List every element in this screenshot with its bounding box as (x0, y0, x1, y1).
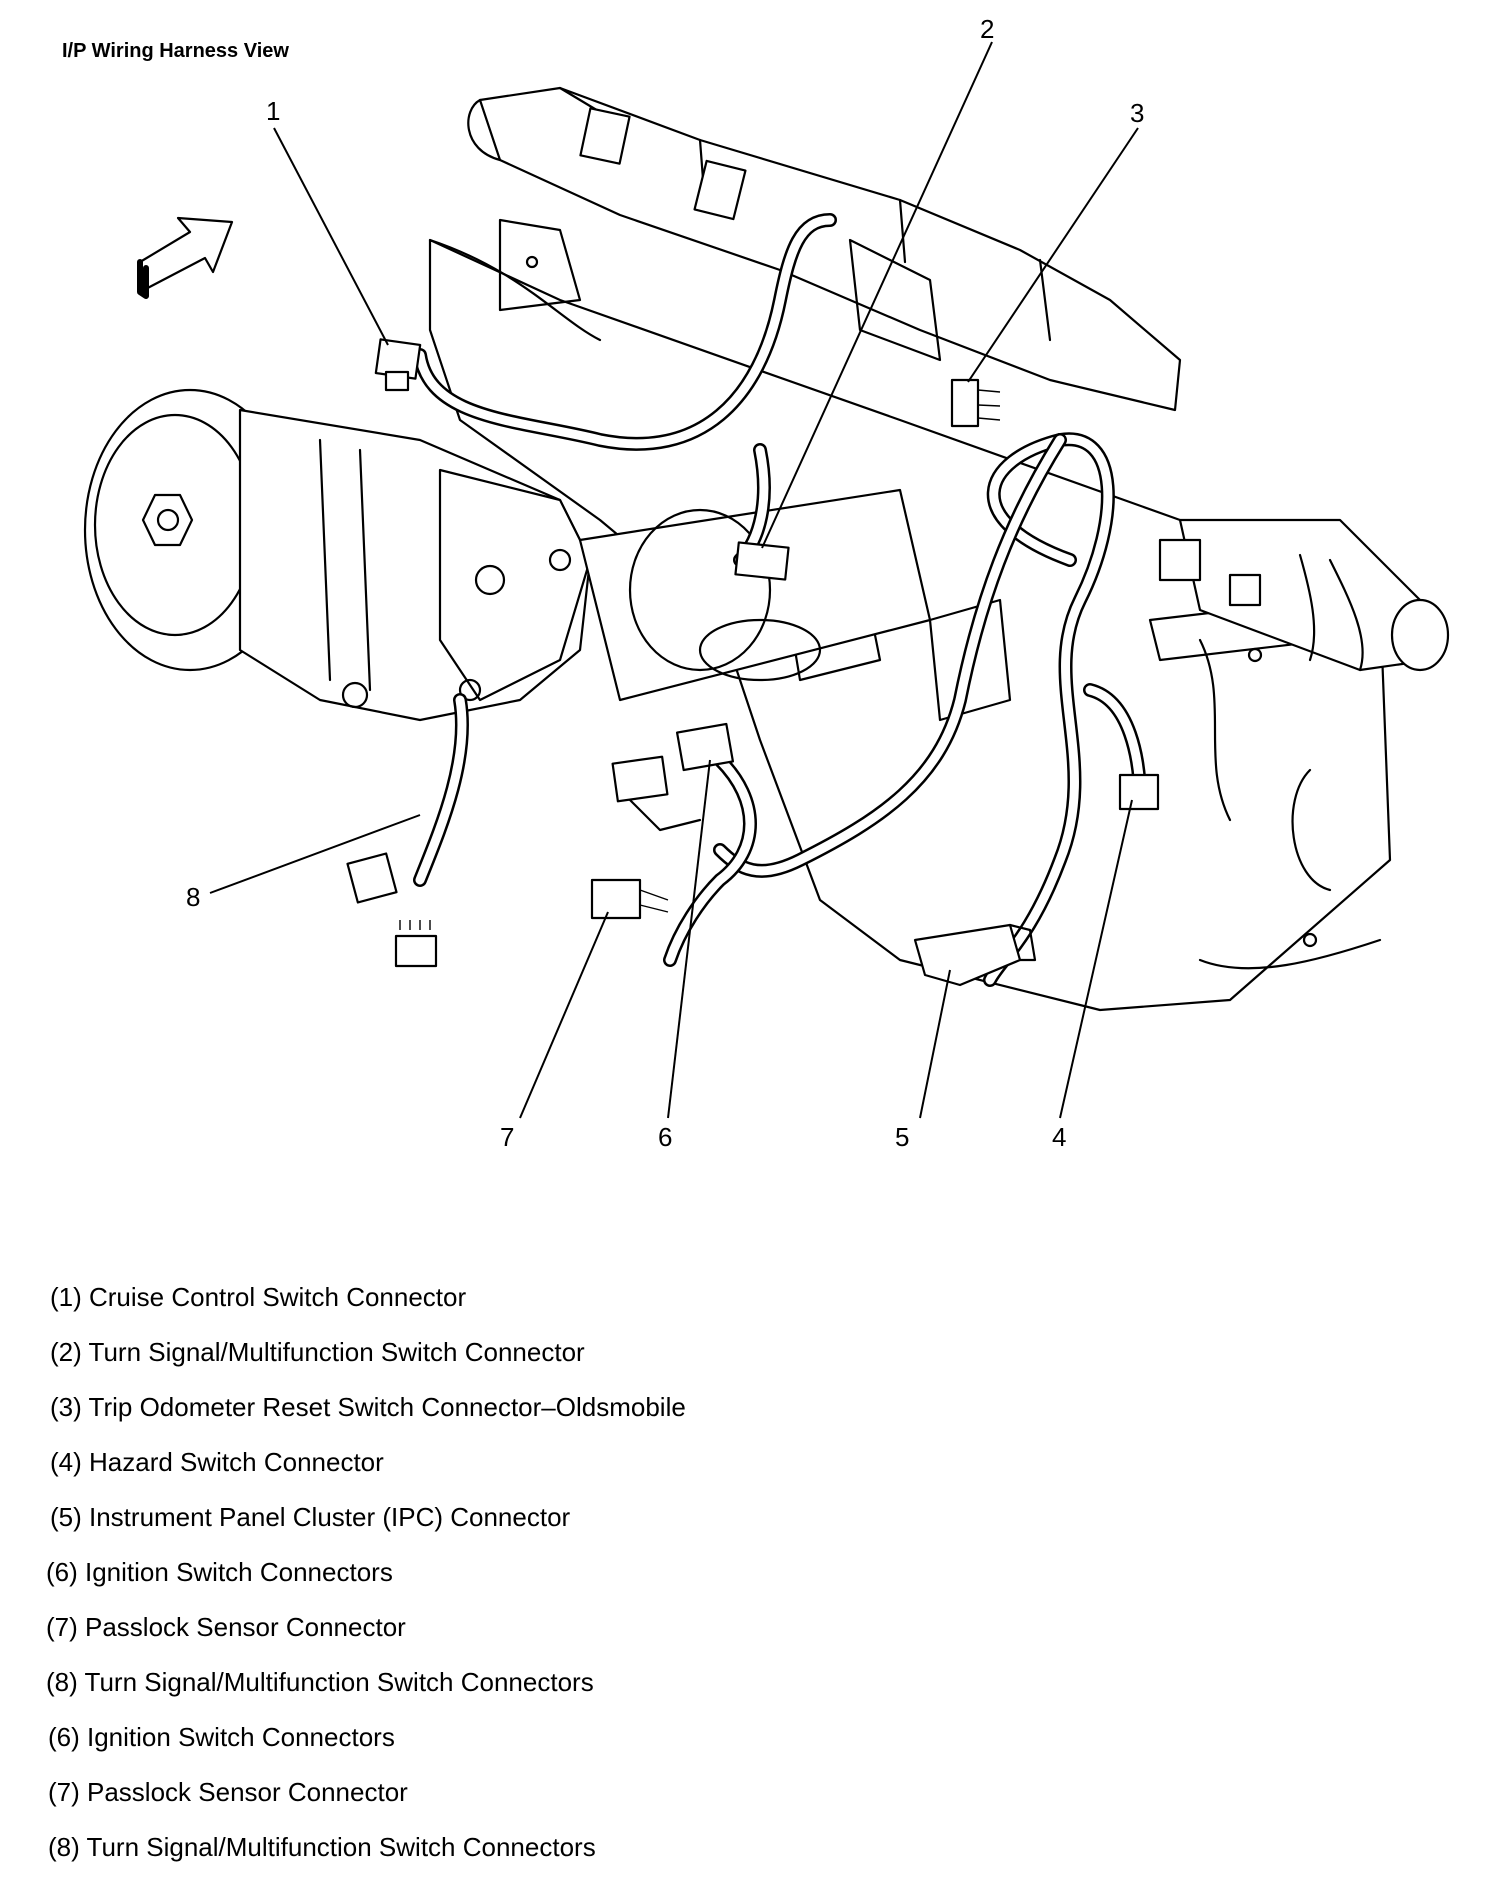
connector-4 (1118, 773, 1160, 811)
legend-item: (5) Instrument Panel Cluster (IPC) Conne… (50, 1502, 571, 1532)
steering-column-lower (1158, 518, 1450, 822)
legend-item: (7) Passlock Sensor Connector (46, 1612, 406, 1642)
legend-item: (7) Passlock Sensor Connector (48, 1777, 408, 1807)
legend-item: (6) Ignition Switch Connectors (46, 1557, 393, 1587)
legend-item: (8) Turn Signal/Multifunction Switch Con… (46, 1667, 594, 1697)
legend-item: (4) Hazard Switch Connector (50, 1447, 384, 1477)
leader-lines (209, 41, 1139, 1119)
connector-2 (734, 541, 790, 581)
legend-item: (8) Turn Signal/Multifunction Switch Con… (48, 1832, 596, 1862)
wiring-harness-diagram: 1 2 3 4 5 6 7 8 (83, 14, 1450, 1152)
callout-1: 1 (266, 96, 280, 126)
figure-title: I/P Wiring Harness View (62, 40, 289, 62)
connector-5 (913, 923, 1037, 987)
connector-3 (950, 378, 1001, 428)
callout-4: 4 (1052, 1122, 1066, 1152)
legend-item: (2) Turn Signal/Multifunction Switch Con… (50, 1337, 585, 1367)
connector-7 (590, 878, 669, 920)
legend-item: (3) Trip Odometer Reset Switch Connector… (50, 1392, 686, 1422)
callout-5: 5 (895, 1122, 909, 1152)
connector-8 (346, 852, 438, 968)
legend-item: (6) Ignition Switch Connectors (48, 1722, 395, 1752)
callout-2: 2 (980, 14, 994, 44)
legend-item: (1) Cruise Control Switch Connector (50, 1282, 467, 1312)
callout-3: 3 (1130, 98, 1144, 128)
forward-arrow-icon (137, 216, 234, 299)
connector-1 (374, 338, 422, 392)
callout-6: 6 (658, 1122, 672, 1152)
tilt-motor-assembly (83, 388, 932, 722)
steering-column-upper (467, 86, 1182, 412)
connector-6 (611, 722, 735, 832)
callout-7: 7 (500, 1122, 514, 1152)
callout-8: 8 (186, 882, 200, 912)
